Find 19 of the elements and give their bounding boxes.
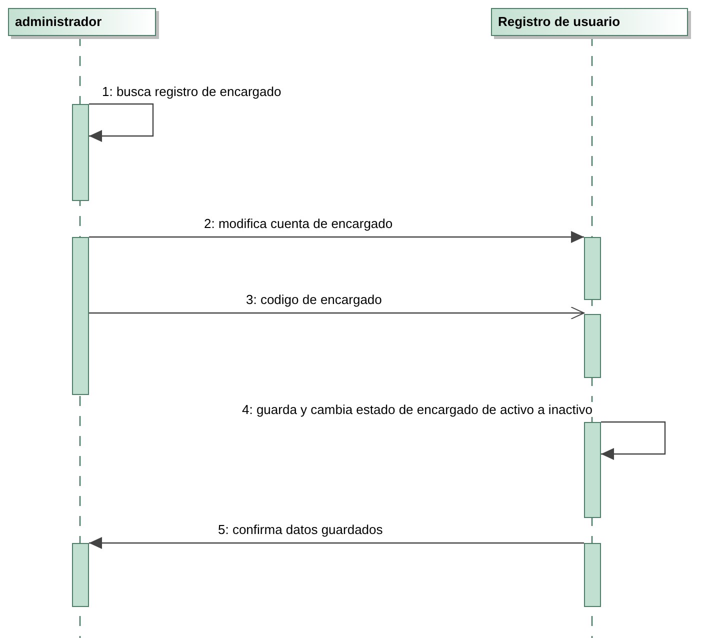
activation-bar: [72, 543, 89, 607]
lifeline-header: administrador: [8, 8, 156, 36]
message-label: 4: guarda y cambia estado de encargado de activo a inactivo: [240, 402, 595, 417]
message-label: 3: codigo de encargado: [244, 292, 384, 307]
activation-bar: [584, 314, 601, 378]
message-arrow: [89, 103, 154, 142]
message-label: 5: confirma datos guardados: [216, 522, 385, 537]
message-arrow: [89, 537, 584, 549]
activation-bar: [584, 422, 601, 518]
message-arrow: [601, 421, 666, 460]
message-arrow: [89, 306, 584, 320]
activation-bar: [584, 237, 601, 300]
activation-bar: [72, 237, 89, 395]
message-label: 1: busca registro de encargado: [100, 84, 284, 99]
lifeline-header: Registro de usuario: [491, 8, 688, 36]
activation-bar: [584, 543, 601, 607]
message-arrow: [89, 231, 584, 243]
activation-bar: [72, 104, 89, 201]
message-label: 2: modifica cuenta de encargado: [202, 216, 395, 231]
